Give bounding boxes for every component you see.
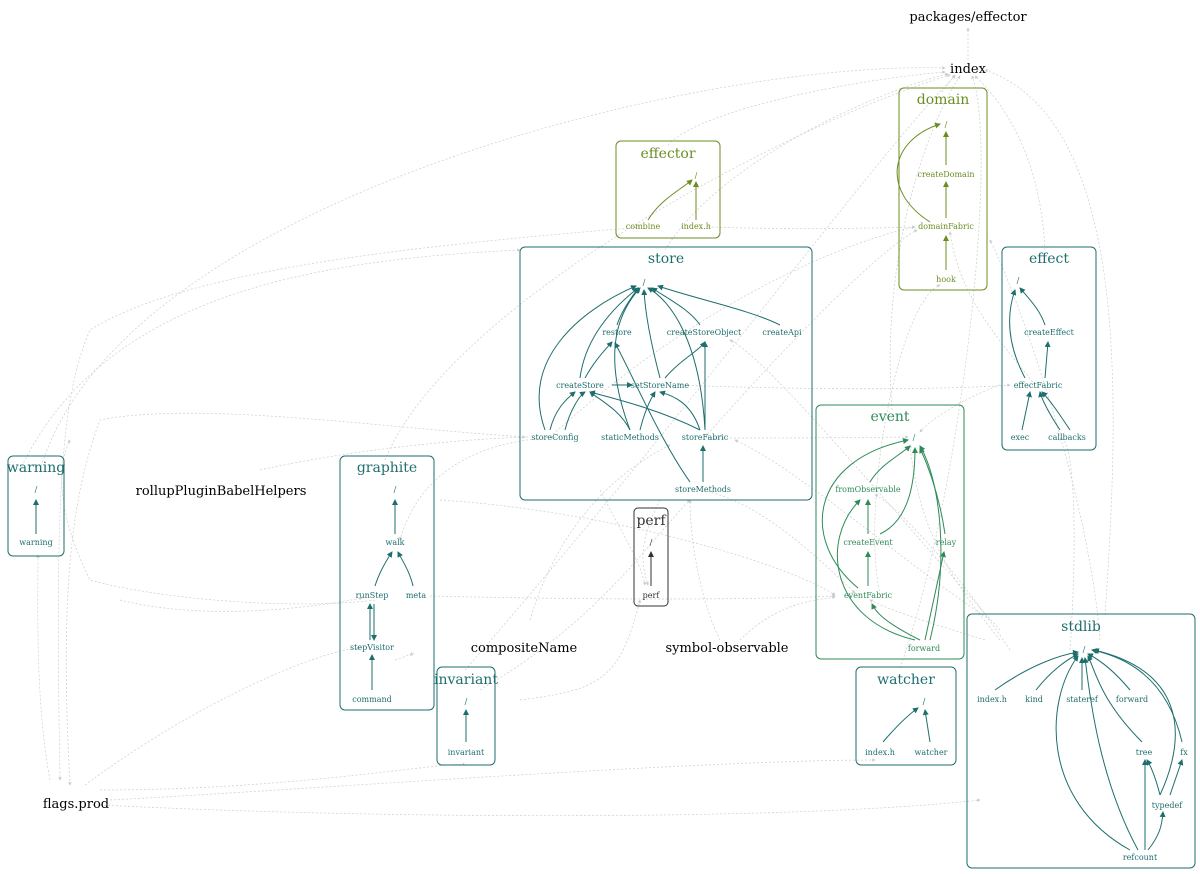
node-rollup-plugin-babel-helpers: rollupPluginBabelHelpers <box>136 484 307 499</box>
node-symbol-observable: symbol-observable <box>665 641 788 656</box>
node-event-from-observable: fromObservable <box>835 485 901 494</box>
node-store-root: / <box>643 278 646 287</box>
node-perf-root: / <box>650 538 653 547</box>
node-stdlib-kind: kind <box>1025 695 1043 704</box>
node-domain-hook: hook <box>936 275 956 284</box>
node-event-event-fabric: eventFabric <box>844 591 893 600</box>
node-effect-root: / <box>1017 276 1020 285</box>
node-store-restore: restore <box>602 328 632 337</box>
node-store-create-api: createApi <box>762 328 802 337</box>
node-stdlib-forward: forward <box>1116 695 1148 704</box>
cluster-title-watcher: watcher <box>877 672 935 688</box>
node-stdlib-stateref: stateref <box>1066 695 1099 704</box>
node-effect-callbacks: callbacks <box>1048 433 1086 442</box>
node-stdlib-tree: tree <box>1136 748 1153 757</box>
node-invariant-invariant: invariant <box>448 748 485 757</box>
node-watcher-root: / <box>923 697 926 706</box>
node-warning-warning: warning <box>19 538 52 547</box>
node-store-static-methods: staticMethods <box>601 433 659 442</box>
cluster-title-perf: perf <box>636 513 667 529</box>
node-graphite-command: command <box>352 695 392 704</box>
cluster-title-effect: effect <box>1029 251 1069 267</box>
cluster-warning: warning / warning <box>7 455 66 557</box>
cluster-title-warning: warning <box>7 460 66 476</box>
node-graphite-root: / <box>394 485 397 494</box>
node-event-root: / <box>913 433 916 442</box>
node-stdlib-fx: fx <box>1180 748 1188 757</box>
cluster-title-graphite: graphite <box>357 460 417 476</box>
node-effector-root: / <box>695 171 698 180</box>
node-event-create-event: createEvent <box>843 538 893 547</box>
node-effector-combine: combine <box>626 222 661 231</box>
cluster-store: store / restore createStoreObject create… <box>519 246 813 501</box>
node-packages-effector: packages/effector <box>909 10 1027 25</box>
node-effect-create-effect: createEffect <box>1024 328 1074 337</box>
node-store-set-store-name: setStoreName <box>631 381 689 390</box>
node-watcher-watcher: watcher <box>914 748 947 757</box>
node-domain-create-domain: createDomain <box>917 170 974 179</box>
cluster-invariant: invariant / invariant <box>434 666 498 766</box>
node-store-store-fabric: storeFabric <box>682 433 729 442</box>
node-store-store-methods: storeMethods <box>675 485 731 494</box>
node-stdlib-refcount: refcount <box>1123 853 1158 862</box>
node-graphite-step-visitor: stepVisitor <box>350 643 394 652</box>
cluster-event: event / fromObservable createEvent relay… <box>815 404 965 660</box>
node-invariant-root: / <box>465 697 468 706</box>
node-effector-index-h: index.h <box>681 222 711 231</box>
node-index: index <box>950 62 987 77</box>
node-event-forward: forward <box>908 644 940 653</box>
cluster-stdlib: stdlib / index.h kind stateref forward t… <box>966 613 1196 869</box>
node-composite-name: compositeName <box>471 641 578 656</box>
node-graphite-run-step: runStep <box>356 591 389 600</box>
cluster-title-domain: domain <box>917 92 970 108</box>
cluster-title-invariant: invariant <box>434 672 498 688</box>
cluster-title-effector: effector <box>640 146 695 162</box>
node-stdlib-typedef: typedef <box>1152 801 1183 810</box>
node-watcher-index-h: index.h <box>865 748 895 757</box>
node-domain-domain-fabric: domainFabric <box>918 222 974 231</box>
cluster-title-stdlib: stdlib <box>1061 619 1101 635</box>
node-store-store-config: storeConfig <box>531 433 578 442</box>
node-stdlib-root: / <box>1083 645 1086 654</box>
node-flags-prod: flags.prod <box>43 797 109 812</box>
cluster-graphite: graphite / walk runStep meta stepVisitor… <box>339 455 435 711</box>
node-effect-exec: exec <box>1011 433 1030 442</box>
cluster-watcher: watcher / index.h watcher <box>855 666 957 766</box>
cluster-effector: effector / combine index.h <box>615 140 721 239</box>
node-perf-perf: perf <box>643 591 661 600</box>
cluster-title-event: event <box>870 409 909 425</box>
node-domain-root: / <box>945 120 948 129</box>
cluster-title-store: store <box>648 251 684 267</box>
node-event-relay: relay <box>936 538 957 547</box>
node-store-create-store-object: createStoreObject <box>667 328 742 337</box>
cluster-perf: perf / perf <box>633 507 669 607</box>
node-graphite-walk: walk <box>385 538 404 547</box>
node-effect-effect-fabric: effectFabric <box>1014 381 1063 390</box>
node-graphite-meta: meta <box>406 591 427 600</box>
node-store-create-store: createStore <box>556 381 604 390</box>
node-stdlib-index-h: index.h <box>977 695 1007 704</box>
cluster-effect: effect / createEffect effectFabric exec … <box>1001 246 1097 451</box>
node-warning-root: / <box>35 485 38 494</box>
cluster-domain: domain / createDomain domainFabric hook <box>896 87 988 291</box>
cross-edges <box>19 27 1114 817</box>
